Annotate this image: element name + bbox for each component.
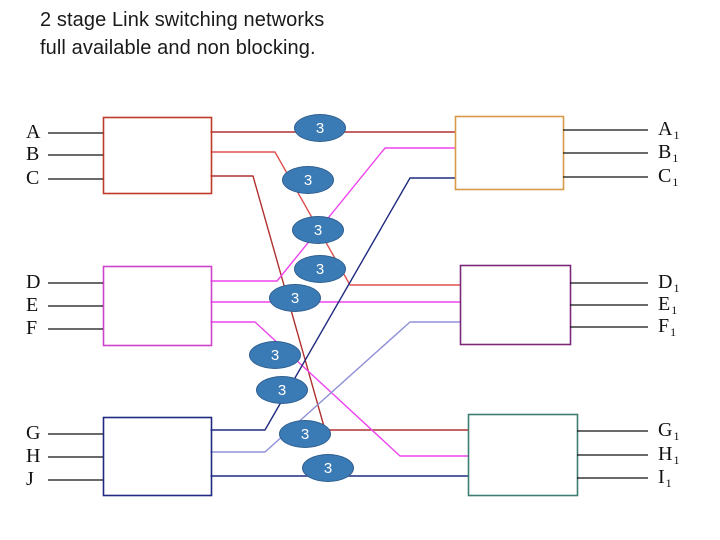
link-line bbox=[210, 147, 456, 282]
output-terminal-label: C1 bbox=[658, 165, 679, 189]
link-count-badge[interactable]: 3 bbox=[249, 341, 301, 369]
output-terminal-letter: D bbox=[658, 271, 673, 293]
link-count-badge[interactable]: 3 bbox=[292, 216, 344, 244]
output-terminal-label: G1 bbox=[658, 419, 680, 443]
input-terminal-label: F bbox=[26, 317, 38, 339]
output-terminal-subscript: 1 bbox=[665, 476, 672, 490]
output-terminal-label: H1 bbox=[658, 443, 680, 467]
output-terminal-label: B1 bbox=[658, 141, 679, 165]
input-terminal-label: C bbox=[26, 167, 40, 189]
output-switch-box[interactable] bbox=[454, 115, 565, 191]
output-switch-box[interactable] bbox=[467, 413, 579, 497]
output-terminal-subscript: 1 bbox=[671, 303, 678, 317]
output-terminal-subscript: 1 bbox=[672, 151, 679, 165]
output-terminal-label: D1 bbox=[658, 271, 680, 295]
output-terminal-label: I1 bbox=[658, 466, 672, 490]
link-count-badge[interactable]: 3 bbox=[256, 376, 308, 404]
output-terminal-subscript: 1 bbox=[672, 175, 679, 189]
input-switch-box[interactable] bbox=[102, 416, 213, 497]
input-switch-box[interactable] bbox=[102, 116, 213, 195]
output-terminal-letter: G bbox=[658, 419, 673, 441]
output-terminal-letter: A bbox=[658, 118, 673, 140]
link-count-badge[interactable]: 3 bbox=[294, 114, 346, 142]
output-switch-box[interactable] bbox=[459, 264, 572, 346]
output-terminal-label: F1 bbox=[658, 315, 677, 339]
output-terminal-letter: E bbox=[658, 293, 671, 315]
page-title: 2 stage Link switching networks full ava… bbox=[40, 9, 325, 59]
input-terminal-label: E bbox=[26, 294, 39, 316]
output-terminal-letter: B bbox=[658, 141, 672, 163]
output-terminal-subscript: 1 bbox=[673, 281, 680, 295]
output-terminal-letter: I bbox=[658, 466, 665, 488]
output-terminal-subscript: 1 bbox=[673, 453, 680, 467]
input-terminal-label: G bbox=[26, 422, 41, 444]
link-count-badge[interactable]: 3 bbox=[302, 454, 354, 482]
input-terminal-label: A bbox=[26, 121, 41, 143]
output-terminal-label: A1 bbox=[658, 118, 680, 142]
link-line bbox=[210, 177, 456, 431]
output-terminal-letter: C bbox=[658, 165, 672, 187]
input-terminal-label: J bbox=[26, 468, 34, 490]
link-line bbox=[210, 321, 461, 453]
link-count-badge[interactable]: 3 bbox=[282, 166, 334, 194]
link-count-badge[interactable]: 3 bbox=[269, 284, 321, 312]
output-terminal-letter: H bbox=[658, 443, 673, 465]
input-terminal-label: D bbox=[26, 271, 41, 293]
output-terminal-label: E1 bbox=[658, 293, 678, 317]
output-terminal-letter: F bbox=[658, 315, 670, 337]
input-terminal-label: H bbox=[26, 445, 41, 467]
link-line bbox=[210, 151, 461, 286]
link-line bbox=[210, 175, 469, 431]
output-terminal-subscript: 1 bbox=[673, 429, 680, 443]
link-count-badge[interactable]: 3 bbox=[279, 420, 331, 448]
link-count-badge[interactable]: 3 bbox=[294, 255, 346, 283]
output-terminal-subscript: 1 bbox=[670, 325, 677, 339]
input-terminal-label: B bbox=[26, 143, 40, 165]
link-line bbox=[210, 321, 469, 457]
output-terminal-subscript: 1 bbox=[673, 128, 680, 142]
input-switch-box[interactable] bbox=[102, 265, 213, 347]
